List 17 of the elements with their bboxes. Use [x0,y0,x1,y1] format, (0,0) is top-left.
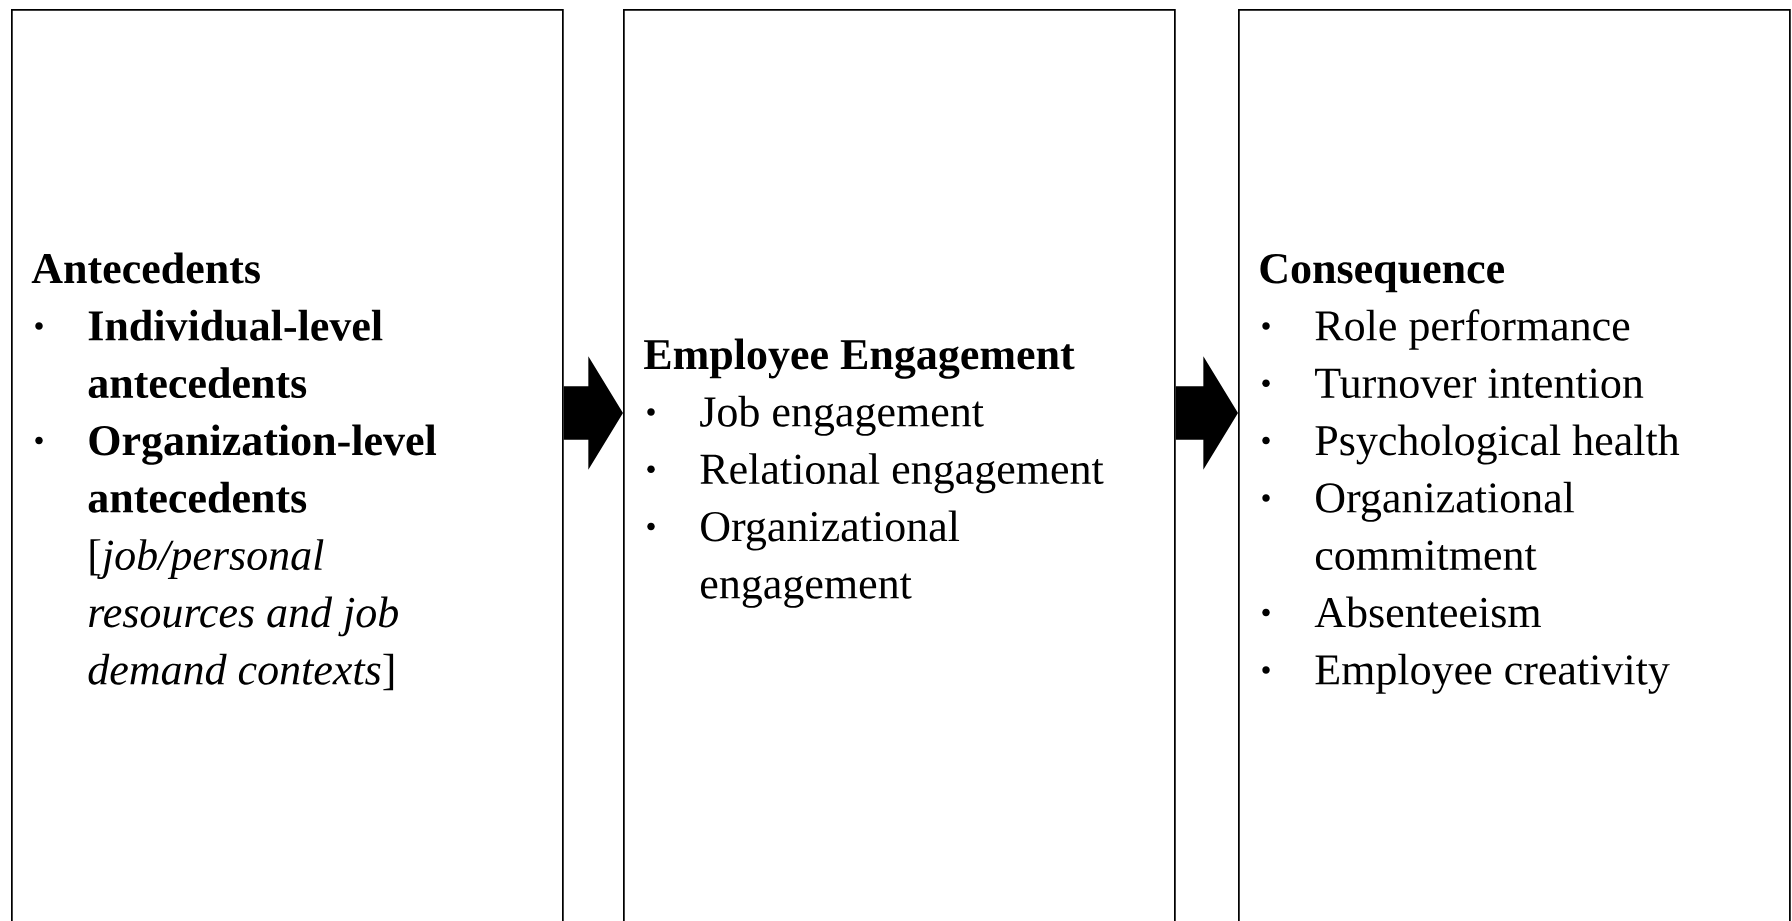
list-note: [job/personal resources and job demand contexts] [88,539,398,691]
text-panel [623,9,1176,921]
list-item: Relational engagement [700,453,1104,494]
list-item: Absenteeism [1314,596,1541,628]
list-item: Role performance [1315,309,1630,350]
text-panel [11,9,564,921]
list-item: Individual-level antecedents [88,309,383,399]
list-item: Organizational engagement [701,510,960,608]
box-heading: Consequence [1260,253,1504,293]
list-item: Job engagement [700,395,984,436]
list-item: Turnover intention [1315,368,1644,399]
text-panel [1238,9,1791,921]
list-item: Organizational commitment [1315,481,1575,571]
list-item: Employee creativity [1315,653,1670,694]
list-item: Psychological health [1315,424,1680,465]
box-heading: Employee Engagement [644,338,1075,379]
box-heading: Antecedents [31,252,260,284]
